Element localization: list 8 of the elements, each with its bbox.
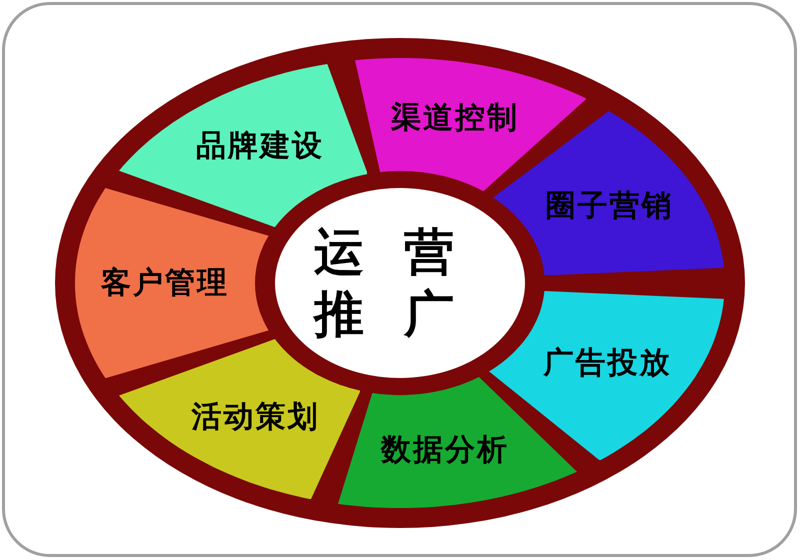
sector-label: 品牌建设 bbox=[196, 128, 324, 166]
sector-label: 客户管理 bbox=[101, 264, 229, 302]
sector-label: 数据分析 bbox=[380, 431, 509, 470]
sector-label: 圈子营销 bbox=[545, 187, 674, 226]
center-title: 运营推广 bbox=[312, 222, 495, 345]
sector-label: 渠道控制 bbox=[390, 99, 519, 138]
sector-label: 广告投放 bbox=[543, 344, 672, 382]
sector-label: 活动策划 bbox=[191, 398, 320, 436]
